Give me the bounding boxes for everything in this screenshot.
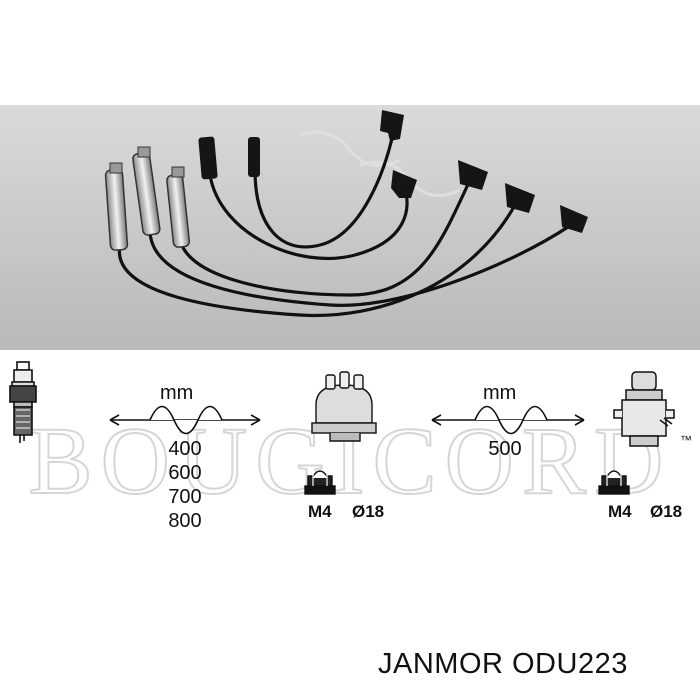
length-value: 500 — [488, 438, 522, 460]
terminal-connector-icon — [598, 468, 630, 495]
length-value: 400 — [168, 438, 202, 460]
distributor-diameter-label: Ø18 — [352, 502, 385, 521]
length-value: 800 — [168, 510, 202, 532]
length-value: 600 — [168, 462, 202, 484]
ignition-coil-icon: ™ — [613, 371, 692, 447]
spec-diagram: ™ mm 400 600 700 800 mm 500 M4 Ø18 M4 Ø1… — [0, 350, 700, 540]
coil-thread-label: M4 — [608, 502, 632, 521]
coil-diameter-label: Ø18 — [650, 502, 683, 521]
product-title: JANMOR ODU223 — [378, 648, 628, 680]
product-photo — [0, 105, 700, 350]
spark-plug-boots — [104, 146, 191, 251]
svg-text:™: ™ — [680, 433, 692, 447]
length-value: 700 — [168, 486, 202, 508]
left-length-list: 400 600 700 800 — [145, 437, 225, 533]
right-length-arrow — [431, 405, 585, 435]
right-unit-label: mm — [483, 382, 517, 404]
left-unit-label: mm — [160, 382, 194, 404]
right-length-list: 500 — [465, 437, 545, 461]
distributor-cap-icon — [311, 371, 377, 442]
terminal-connector-icon — [304, 468, 336, 495]
spark-plug-icon — [9, 361, 37, 443]
left-length-arrow — [109, 405, 261, 435]
distributor-thread-label: M4 — [308, 502, 332, 521]
